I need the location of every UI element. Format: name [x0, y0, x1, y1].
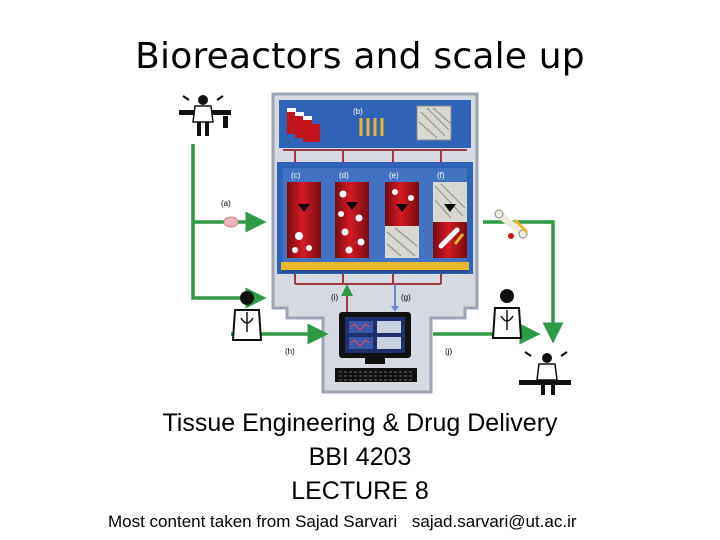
label-d: (d): [339, 171, 349, 180]
bioreactor-f: [433, 182, 467, 258]
label-i: (i): [331, 293, 338, 302]
bioreactor-c: [287, 182, 321, 258]
patient-implant-icon: [519, 351, 571, 395]
scaffold-cube-icon: [416, 105, 452, 141]
doctor-icon-left: [231, 291, 263, 341]
bioreactor-workflow-diagram: (b) (c) (d) (e) (f): [179, 92, 571, 395]
label-b: (b): [353, 107, 363, 116]
label-j: (j): [445, 347, 452, 356]
credit-text: Most content taken from Sajad Sarvari: [108, 512, 398, 531]
surgery-patient-icon: [179, 95, 231, 136]
bone-implant-icon: [494, 209, 529, 239]
doctor-icon-right: [491, 289, 523, 339]
bioreactor-d: [335, 182, 369, 258]
label-e: (e): [389, 171, 399, 180]
bioreactor-base-rail: [281, 262, 469, 270]
tissue-biopsy-icon: [223, 216, 239, 228]
course-code: BBI 4203: [308, 443, 412, 471]
label-g: (g): [401, 293, 411, 302]
credit-line: Most content taken from Sajad Sarvari sa…: [108, 512, 577, 532]
control-monitor-icon: [339, 312, 411, 364]
label-f: (f): [437, 171, 445, 180]
label-c: (c): [291, 171, 301, 180]
lecture-number: LECTURE 8: [291, 477, 429, 505]
label-h: (h): [285, 347, 295, 356]
slide-title: Bioreactors and scale up: [135, 36, 585, 77]
keyboard-icon: [335, 368, 417, 382]
author-email: sajad.sarvari@ut.ac.ir: [411, 512, 577, 531]
pipettes-icon: [359, 118, 384, 136]
label-a: (a): [221, 199, 231, 208]
bioreactor-e: [385, 182, 419, 258]
course-title: Tissue Engineering & Drug Delivery: [162, 409, 558, 437]
cell-culture-flasks-icon: [287, 108, 320, 142]
data-lines: [294, 274, 442, 285]
